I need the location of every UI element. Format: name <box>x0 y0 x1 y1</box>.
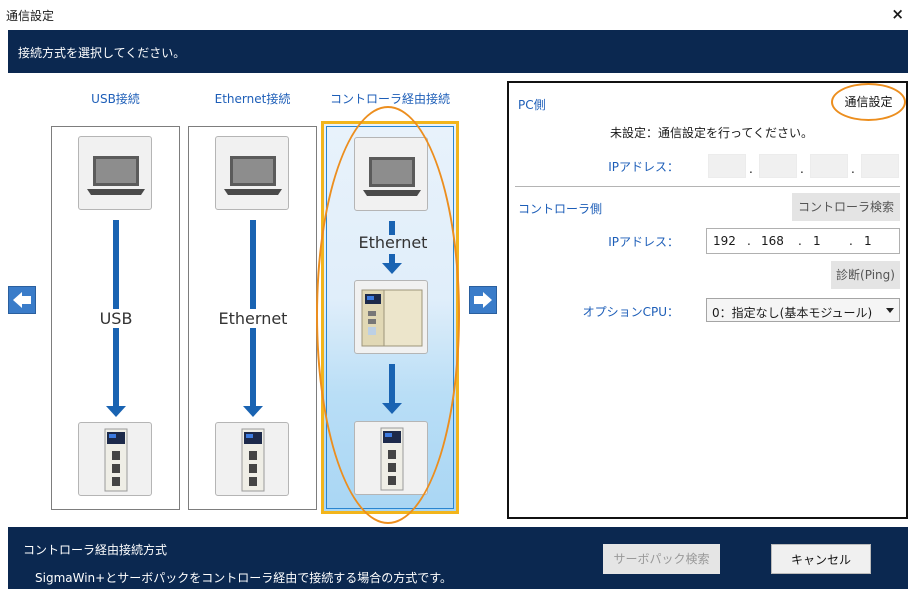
controller-ip-input[interactable]: 192 . 168 . 1 . 1 <box>706 228 900 254</box>
pc-ip-octet-2 <box>759 154 797 178</box>
title-bar: 通信設定 × <box>0 0 916 30</box>
servopack-icon <box>380 427 404 491</box>
window-title: 通信設定 <box>6 9 55 23</box>
controller-connection-option[interactable]: Ethernet <box>321 121 459 514</box>
previous-arrow-button[interactable] <box>8 286 36 314</box>
controller-ip-label: IPアドレス： <box>608 235 679 249</box>
ip-octet: 1 <box>864 234 872 248</box>
instruction-text: 接続方式を選択してください。 <box>18 46 186 60</box>
arrow-right-icon <box>474 292 492 308</box>
ethernet-link-label: Ethernet <box>358 233 428 252</box>
pc-ip-octet-1 <box>708 154 746 178</box>
arrow-down-icon <box>106 406 126 417</box>
arrow-down-icon <box>382 263 402 274</box>
pc-ip-label: IPアドレス： <box>608 160 679 174</box>
controller-side-label: コントローラ側 <box>518 202 603 216</box>
servopack-search-button[interactable]: サーボパック検索 <box>603 544 720 574</box>
pc-device-box <box>354 137 428 211</box>
ethernet-link-label: Ethernet <box>203 309 303 328</box>
usb-connection-option[interactable]: USB <box>51 126 180 510</box>
ip-dot: . <box>798 234 802 248</box>
usb-link-label: USB <box>84 309 148 328</box>
ip-octet: 192 <box>713 234 736 248</box>
chevron-down-icon <box>886 308 894 313</box>
instruction-header: 接続方式を選択してください。 <box>8 30 908 73</box>
section-divider <box>515 186 900 187</box>
option-cpu-select[interactable]: 0：指定なし(基本モジュール) <box>706 298 900 322</box>
controller-icon <box>361 289 423 347</box>
close-icon[interactable]: × <box>891 5 904 23</box>
method-title: コントローラ経由接続方式 <box>23 543 168 557</box>
ip-dot: . <box>747 234 751 248</box>
laptop-icon <box>224 156 282 195</box>
pc-device-box <box>215 136 289 210</box>
ip-dot: . <box>849 234 853 248</box>
servopack-icon <box>241 428 265 492</box>
ping-button[interactable]: 診断(Ping) <box>831 261 900 289</box>
description-footer: コントローラ経由接続方式 SigmaWin+とサーボパックをコントローラ経由で接… <box>8 527 908 589</box>
link-line <box>389 364 395 406</box>
link-line <box>389 254 395 265</box>
comm-settings-button[interactable]: 通信設定 <box>834 89 903 117</box>
ip-octet: 1 <box>813 234 821 248</box>
pc-device-box <box>78 136 152 210</box>
selected-inner-border <box>326 126 454 509</box>
pc-side-label: PC側 <box>518 98 546 112</box>
arrow-down-icon <box>243 406 263 417</box>
ip-dot: . <box>749 162 753 176</box>
controller-connection-label[interactable]: コントローラ経由接続 <box>329 92 450 106</box>
ethernet-connection-option[interactable]: Ethernet <box>188 126 317 510</box>
option-cpu-value: 0：指定なし(基本モジュール) <box>712 306 873 320</box>
usb-connection-label[interactable]: USB接続 <box>91 92 140 106</box>
servopack-device-box <box>78 422 152 496</box>
servopack-device-box <box>215 422 289 496</box>
ip-dot: . <box>851 162 855 176</box>
laptop-icon <box>87 156 145 195</box>
pc-ip-octet-4 <box>861 154 899 178</box>
arrow-left-icon <box>13 292 31 308</box>
pc-status-text: 未設定：通信設定を行ってください。 <box>610 126 814 140</box>
pc-ip-octet-3 <box>810 154 848 178</box>
option-cpu-label: オプションCPU： <box>582 305 679 319</box>
link-line <box>389 221 395 235</box>
next-arrow-button[interactable] <box>469 286 497 314</box>
cancel-button[interactable]: キャンセル <box>771 544 871 574</box>
method-description: SigmaWin+とサーボパックをコントローラ経由で接続する場合の方式です。 <box>35 571 453 585</box>
arrow-down-icon <box>382 403 402 414</box>
controller-search-button[interactable]: コントローラ検索 <box>792 193 900 221</box>
controller-device-box <box>354 280 428 354</box>
ip-octet: 168 <box>761 234 784 248</box>
connection-settings-panel: PC側 通信設定 未設定：通信設定を行ってください。 IPアドレス： . . .… <box>507 81 908 519</box>
servopack-icon <box>104 428 128 492</box>
ip-dot: . <box>800 162 804 176</box>
servopack-device-box <box>354 421 428 495</box>
ethernet-connection-label[interactable]: Ethernet接続 <box>214 92 291 106</box>
laptop-icon <box>363 157 421 196</box>
